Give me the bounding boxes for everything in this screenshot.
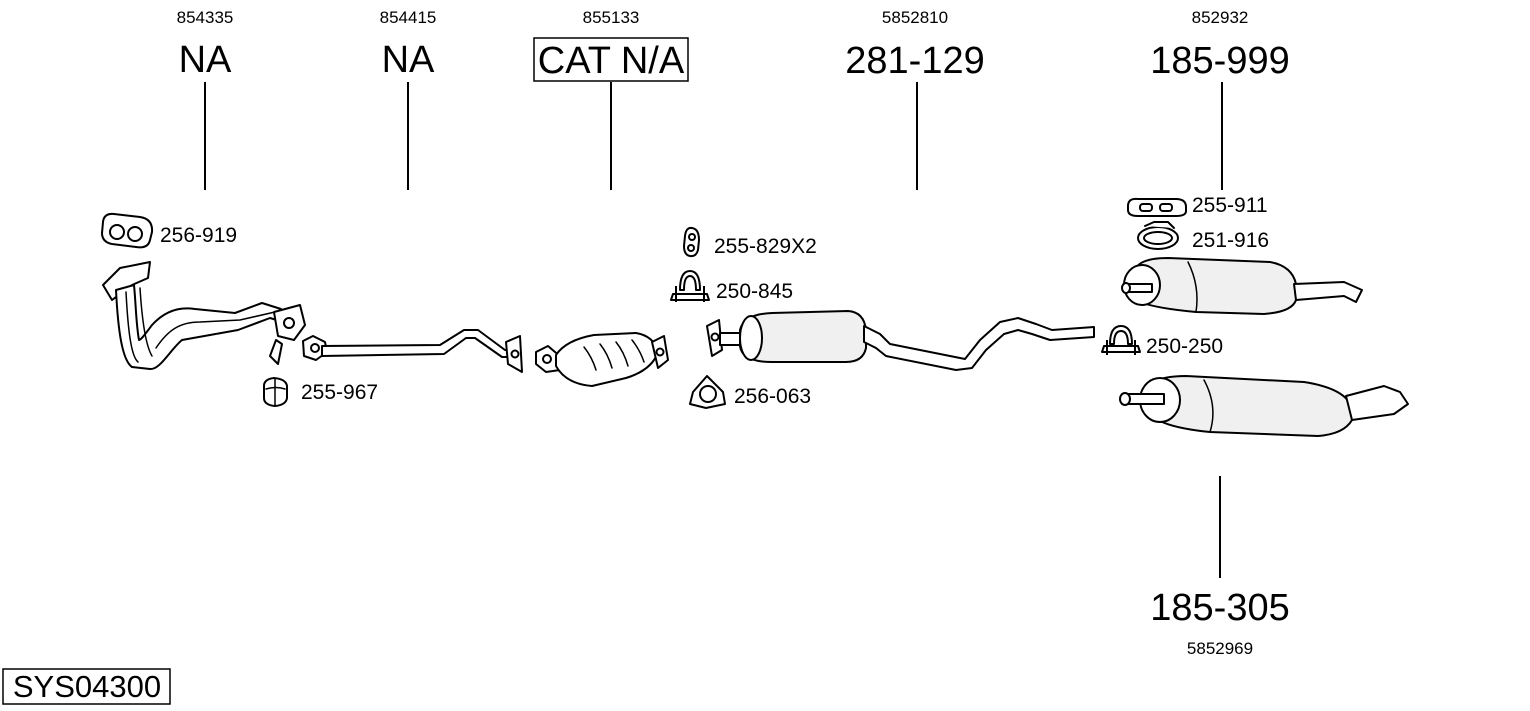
- system-code: SYS04300: [13, 669, 161, 704]
- clamp-rear-band-drawing: [1137, 221, 1179, 250]
- front-pipe-drawing: [302, 329, 523, 373]
- part-label-bracket-rear: 255-911: [1192, 194, 1268, 217]
- oem-number-854335: 854335: [177, 8, 234, 27]
- part-label-clamp-rear-band: 251-916: [1192, 229, 1269, 252]
- rear-silencer-lower-drawing: [1119, 375, 1409, 437]
- component-ref-catalyst: CAT N/A: [538, 40, 685, 82]
- component-ref-middle-silencer: 281-129: [845, 40, 984, 82]
- part-label-hanger-rubber: 255-829X2: [714, 235, 817, 258]
- oem-number-5852969: 5852969: [1187, 639, 1253, 658]
- part-label-clamp-rear: 250-250: [1146, 335, 1223, 358]
- system-code-box: [2, 668, 171, 705]
- part-label-gasket-mid: 256-063: [734, 385, 811, 408]
- oem-number-5852810: 5852810: [882, 8, 948, 27]
- component-ref-manifold: NA: [179, 39, 232, 81]
- oem-number-855133: 855133: [583, 8, 640, 27]
- component-ref-rear-silencer-upper: 185-999: [1150, 40, 1289, 82]
- part-label-clamp-mid: 250-845: [716, 280, 793, 303]
- clamp-rear-drawing: [1101, 325, 1141, 355]
- oem-number-854415: 854415: [380, 8, 437, 27]
- bracket-rear-drawing: [1127, 197, 1187, 217]
- gasket-front-drawing: [101, 212, 154, 249]
- oem-number-852932: 852932: [1192, 8, 1249, 27]
- part-label-gasket-front: 256-919: [160, 224, 237, 247]
- clamp-mid-drawing: [670, 270, 710, 302]
- exhaust-manifold-drawing: [102, 261, 306, 370]
- part-label-mount-rubber: 255-967: [301, 381, 378, 404]
- middle-silencer-drawing: [706, 310, 1095, 371]
- component-ref-rear-silencer-lower: 185-305: [1150, 587, 1289, 629]
- gasket-mid-drawing: [689, 375, 726, 409]
- component-ref-front-pipe: NA: [382, 39, 435, 81]
- catalyst-ref-box: [533, 37, 689, 82]
- mount-rubber-drawing: [263, 377, 288, 407]
- catalytic-converter-drawing: [535, 332, 669, 387]
- rear-silencer-upper-drawing: [1121, 257, 1363, 315]
- hanger-rubber-drawing: [683, 226, 700, 258]
